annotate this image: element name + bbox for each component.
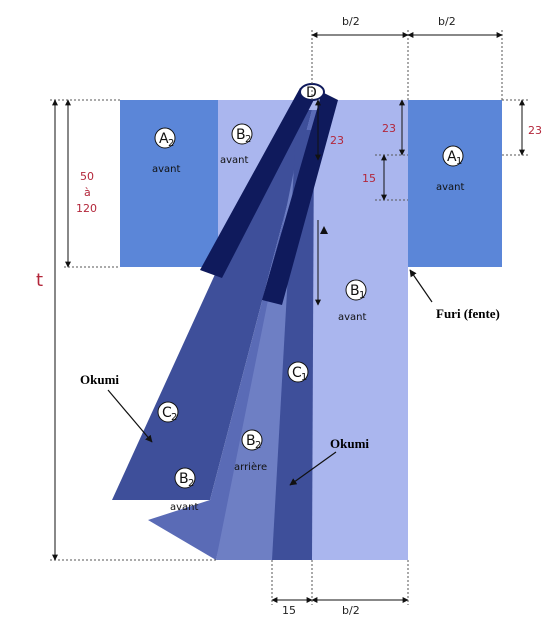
triangle-marker [320,226,328,234]
sleeve-height-120: 120 [76,202,97,215]
collar-23-label: 23 [330,134,344,147]
panel-a2-sub: 2 [168,138,174,149]
panel-b2-back-letter: B [246,433,256,449]
annotation-arrows [107,269,433,486]
panel-b2-back-label: arrière [234,461,267,473]
panel-b2-front-sub: 2 [188,478,194,489]
panel-a1-sub: 1 [456,156,462,167]
panel-b2-back-sub: 2 [255,440,261,451]
panel-b1-letter: B [350,283,360,299]
okumi-left-label: Okumi [80,372,119,387]
right-23-label: 23 [382,122,396,135]
panel-a2-label: avant [152,164,181,175]
panel-b2-top-sub: 2 [245,134,251,145]
okumi-right-label: Okumi [330,436,369,451]
far-right-23-label: 23 [528,124,542,137]
panel-c2-letter: C [162,405,172,421]
dim-top-left-label: b/2 [342,15,360,28]
panel-c2-sub: 2 [171,412,177,423]
panel-b1-label: avant [338,312,367,323]
sleeve-height-a: à [84,186,91,199]
height-t-label: t [36,270,43,291]
panel-b1-sub: 1 [359,290,365,301]
panel-c1-sub: 1 [301,372,307,383]
panel-b2-top-label: avant [220,155,249,166]
dim-bottom-b2-label: b/2 [342,604,360,617]
panel-b2-front-label: avant [170,502,199,513]
panel-b2-front-letter: B [179,471,189,487]
dim-bottom-15-label: 15 [282,604,296,617]
panel-a1-label: avant [436,182,465,193]
panel-a1-letter: A [447,149,457,165]
okumi-panel-c1 [272,130,314,560]
collar-d-label: D [306,85,317,101]
okumi-panel-c2 [112,110,312,500]
panel-circles [154,123,464,489]
furi-label: Furi (fente) [436,306,500,321]
panel-a2-letter: A [159,131,169,147]
slit-15-label: 15 [362,172,376,185]
collar-band-left [200,88,320,278]
sleeve-panel-a2 [120,100,218,267]
sleeve-height-50: 50 [80,170,94,183]
dimension-lines [52,32,525,603]
body-panel-b1 [312,100,408,560]
sleeve-panel-a1 [408,100,502,267]
panel-c1-letter: C [292,365,302,381]
dim-top-right-label: b/2 [438,15,456,28]
panel-b2-top-letter: B [236,127,246,143]
